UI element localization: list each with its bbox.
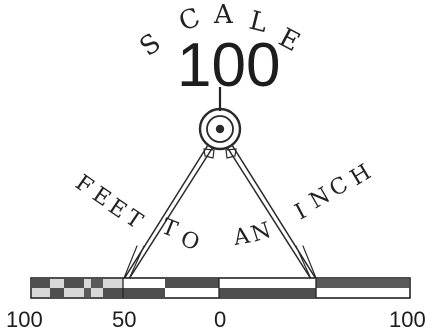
scale-bar-left-top-1 — [32, 279, 50, 288]
scale-bar — [31, 278, 410, 298]
scale-number: 100 — [177, 31, 280, 100]
scale-bar-right-bottom — [316, 288, 409, 297]
scale-bar-left-top-6 — [103, 279, 123, 288]
scale-bar-left-bottom-4 — [84, 288, 91, 297]
to-letter-o: O — [177, 226, 203, 256]
scale-bar-labels: 100 50 0 100 — [6, 307, 426, 332]
scale-title-letter-s: S — [134, 28, 166, 63]
scale-bar-mid-top-1 — [123, 279, 165, 288]
scale-bar-left-bottom-1 — [32, 288, 50, 297]
bar-label-left-100: 100 — [6, 307, 43, 332]
scale-bar-left-top-2 — [50, 279, 64, 288]
scale-bar-left-bottom-2 — [50, 288, 64, 297]
scale-bar-left-bottom-6 — [103, 288, 123, 297]
bar-label-50: 50 — [112, 307, 136, 332]
scale-title-letter-a: A — [213, 0, 234, 30]
scale-bar-mid-bottom-1 — [123, 288, 165, 297]
feet-to-an-inch-text: F E E T T O A N I N C H — [71, 160, 376, 256]
bar-label-0: 0 — [214, 307, 226, 332]
scale-bar-right-top — [316, 279, 409, 288]
scale-bar-mid-bottom-3 — [219, 288, 316, 297]
scale-bar-left-top-5 — [91, 279, 103, 288]
divider-pivot — [200, 109, 240, 149]
inch-letter-i: I — [291, 199, 310, 225]
scale-bar-left-bottom-5 — [91, 288, 103, 297]
scale-bar-mid-top-2 — [165, 279, 219, 288]
scale-bar-left-top-3 — [64, 279, 84, 288]
inch-letter-h: H — [346, 160, 375, 191]
scale-bar-mid-top-3 — [219, 279, 316, 288]
scale-bar-mid-bottom-2 — [165, 288, 219, 297]
scale-bar-left-top-4 — [84, 279, 91, 288]
divider-pivot-dot — [216, 125, 224, 133]
an-letter-n: N — [248, 218, 274, 248]
divider-arms — [124, 145, 316, 279]
scale-bar-left-bottom-3 — [64, 288, 84, 297]
bar-label-right-100: 100 — [389, 307, 426, 332]
